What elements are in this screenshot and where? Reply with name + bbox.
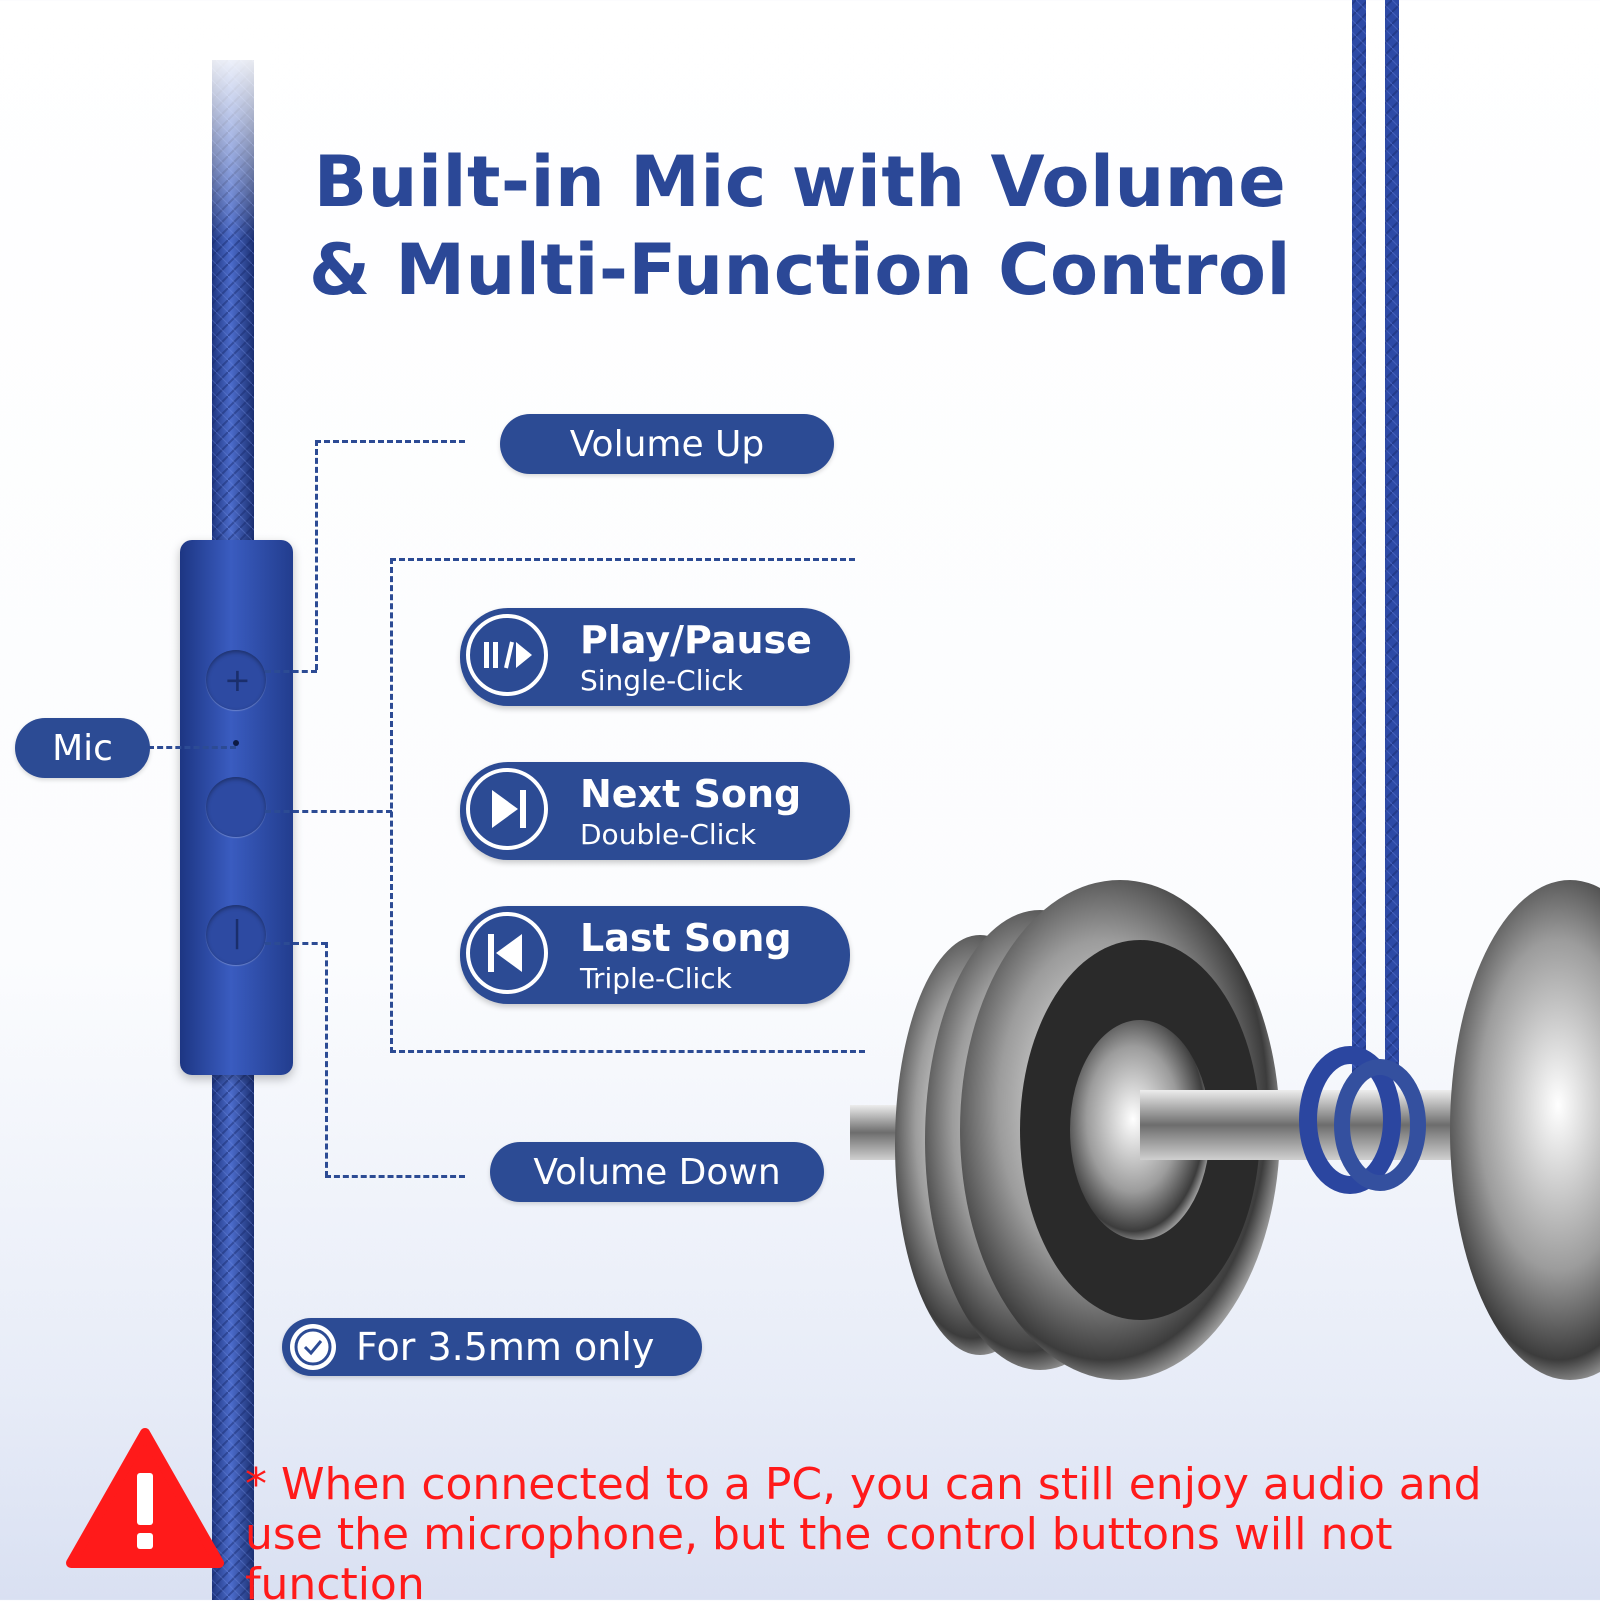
page-title: Built-in Mic with Volume & Multi-Functio… (250, 138, 1350, 314)
volume-up-remote-button[interactable]: + (206, 650, 266, 710)
next-song-card: Next Song Double-Click (460, 762, 850, 860)
play-pause-name: Play/Pause (580, 618, 812, 662)
connector-volume-up (315, 440, 318, 670)
connector-mic (148, 746, 236, 749)
title-line-1: Built-in Mic with Volume (313, 141, 1287, 223)
mic-hole (233, 740, 239, 746)
previous-track-icon (466, 912, 548, 994)
next-song-name: Next Song (580, 772, 802, 816)
connector-volume-down (325, 942, 328, 1177)
last-song-action: Triple-Click (580, 962, 732, 995)
compatibility-badge: For 3.5mm only (282, 1318, 702, 1376)
play-pause-action: Single-Click (580, 664, 743, 697)
last-song-name: Last Song (580, 916, 792, 960)
plus-icon: + (224, 661, 251, 699)
play-pause-icon (466, 614, 548, 696)
minus-icon: | (232, 915, 243, 950)
last-song-card: Last Song Triple-Click (460, 906, 850, 1004)
checkmark-icon (290, 1324, 336, 1370)
mic-label: Mic (15, 718, 150, 778)
multifunction-remote-button[interactable] (206, 777, 266, 837)
play-pause-card: Play/Pause Single-Click (460, 608, 850, 706)
warning-line-1: * When connected to a PC, you can still … (245, 1459, 1482, 1510)
title-line-2: & Multi-Function Control (308, 229, 1292, 311)
inline-remote: + | (180, 540, 293, 1075)
volume-down-label: Volume Down (490, 1142, 824, 1202)
volume-up-label: Volume Up (500, 414, 834, 474)
exclamation-triangle-icon (66, 1428, 224, 1568)
warning-text: * When connected to a PC, you can still … (245, 1460, 1545, 1610)
warning-line-2: use the microphone, but the control butt… (245, 1509, 1393, 1610)
compatibility-text: For 3.5mm only (356, 1325, 655, 1369)
next-track-icon (466, 768, 548, 850)
dumbbell-image (850, 880, 1600, 1380)
connector-functions (390, 558, 393, 1053)
hanging-cable (1352, 0, 1399, 1080)
volume-down-remote-button[interactable]: | (206, 905, 266, 965)
next-song-action: Double-Click (580, 818, 757, 851)
